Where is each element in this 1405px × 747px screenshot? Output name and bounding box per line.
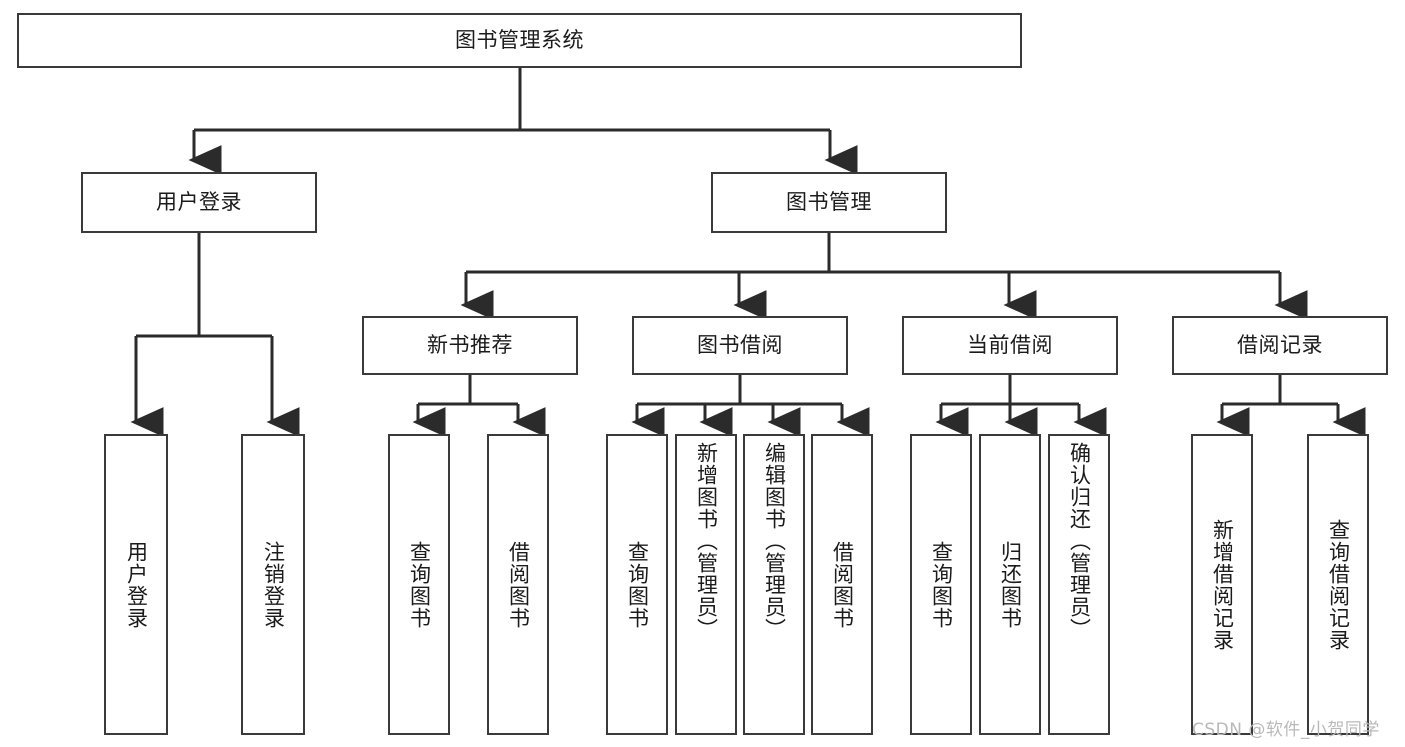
node-current-borrow-label: 当前借阅 (967, 333, 1053, 358)
leaf-borrow-edit-book[interactable]: 编辑图书（管理员） (743, 434, 805, 735)
leaf-new-book-query[interactable]: 查询图书 (388, 434, 450, 735)
leaf-user-login-login[interactable]: 用户登录 (104, 434, 168, 735)
leaf-records-query-label: 查询借阅记录 (1326, 518, 1351, 651)
leaf-current-return[interactable]: 归还图书 (979, 434, 1041, 735)
node-user-login-label: 用户登录 (156, 190, 242, 215)
leaf-borrow-borrow-book[interactable]: 借阅图书 (811, 434, 873, 735)
node-root-label: 图书管理系统 (455, 28, 584, 53)
leaf-user-login-login-label: 用户登录 (124, 540, 149, 629)
leaf-records-add-label: 新增借阅记录 (1210, 518, 1235, 651)
node-book-management[interactable]: 图书管理 (711, 172, 947, 233)
leaf-borrow-borrow-book-label: 借阅图书 (830, 540, 855, 629)
node-borrow-records-label: 借阅记录 (1237, 333, 1323, 358)
leaf-user-login-logout-label: 注销登录 (261, 540, 286, 629)
leaf-records-query[interactable]: 查询借阅记录 (1307, 434, 1369, 735)
node-root[interactable]: 图书管理系统 (17, 13, 1022, 68)
node-user-login[interactable]: 用户登录 (81, 172, 317, 233)
leaf-new-book-borrow[interactable]: 借阅图书 (487, 434, 549, 735)
leaf-borrow-add-book[interactable]: 新增图书（管理员） (675, 434, 737, 735)
node-current-borrow[interactable]: 当前借阅 (902, 316, 1118, 375)
leaf-borrow-query-label: 查询图书 (625, 540, 650, 629)
leaf-new-book-borrow-label: 借阅图书 (506, 540, 531, 629)
node-book-borrow[interactable]: 图书借阅 (632, 316, 848, 375)
leaf-borrow-add-book-label: 新增图书（管理员） (694, 442, 719, 640)
node-borrow-records[interactable]: 借阅记录 (1172, 316, 1388, 375)
leaf-current-confirm-return-label: 确认归还（管理员） (1067, 442, 1092, 640)
leaf-current-confirm-return[interactable]: 确认归还（管理员） (1048, 434, 1110, 735)
leaf-current-query-label: 查询图书 (929, 540, 954, 629)
node-book-management-label: 图书管理 (786, 190, 872, 215)
leaf-new-book-query-label: 查询图书 (407, 540, 432, 629)
node-book-borrow-label: 图书借阅 (697, 333, 783, 358)
leaf-current-query[interactable]: 查询图书 (910, 434, 972, 735)
leaf-user-login-logout[interactable]: 注销登录 (241, 434, 305, 735)
leaf-borrow-query[interactable]: 查询图书 (606, 434, 668, 735)
leaf-borrow-edit-book-label: 编辑图书（管理员） (762, 442, 787, 640)
csdn-watermark: CSDN @软件_小贺同学 (1192, 720, 1380, 740)
leaf-records-add[interactable]: 新增借阅记录 (1191, 434, 1253, 735)
node-new-book-recommend-label: 新书推荐 (427, 333, 513, 358)
leaf-current-return-label: 归还图书 (998, 540, 1023, 629)
node-new-book-recommend[interactable]: 新书推荐 (362, 316, 578, 375)
